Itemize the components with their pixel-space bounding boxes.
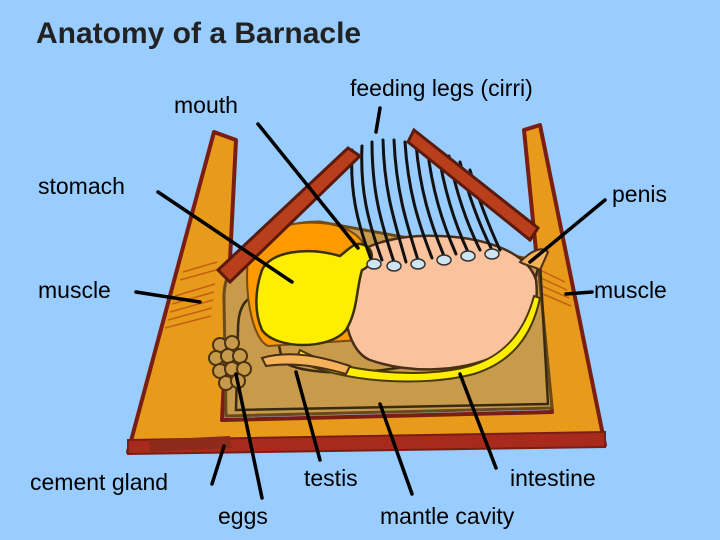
intestine: [294, 294, 542, 383]
pointer-mantle-cavity: [378, 402, 414, 496]
diagram-title: Anatomy of a Barnacle: [36, 17, 361, 50]
pointer-muscle-left: [134, 290, 202, 304]
pointer-intestine: [458, 372, 498, 470]
label-muscle-right: muscle: [594, 277, 667, 303]
label-feeding-legs: feeding legs (cirri): [350, 75, 533, 101]
pointer-eggs: [234, 372, 264, 500]
pointer-testis: [294, 370, 322, 462]
label-mouth: mouth: [174, 92, 238, 118]
left-muscle: [164, 261, 218, 329]
stomach: [255, 242, 374, 347]
label-eggs: eggs: [218, 503, 268, 529]
right-opercular-plate: [406, 127, 541, 243]
pointer-feeding-legs: [374, 106, 382, 134]
pointer-stomach: [156, 190, 294, 284]
label-cement-gland: cement gland: [30, 469, 168, 495]
label-intestine: intestine: [510, 465, 596, 491]
testis: [260, 353, 352, 376]
label-penis: penis: [612, 181, 667, 207]
label-muscle-left: muscle: [38, 277, 111, 303]
label-stomach: stomach: [38, 173, 125, 199]
left-opercular-plate: [215, 146, 363, 285]
eggs-cluster: [208, 335, 252, 391]
cirri-tips: [366, 248, 500, 272]
label-testis: testis: [304, 465, 358, 491]
pointer-mouth: [256, 122, 360, 250]
pointer-penis: [528, 198, 607, 264]
pointer-lines: [134, 106, 607, 500]
pointer-cement-gland: [210, 444, 226, 486]
cement-gland: [150, 436, 232, 452]
label-mantle-cavity: mantle cavity: [380, 503, 515, 529]
pointer-muscle-right: [564, 290, 594, 296]
right-muscle: [539, 269, 572, 307]
